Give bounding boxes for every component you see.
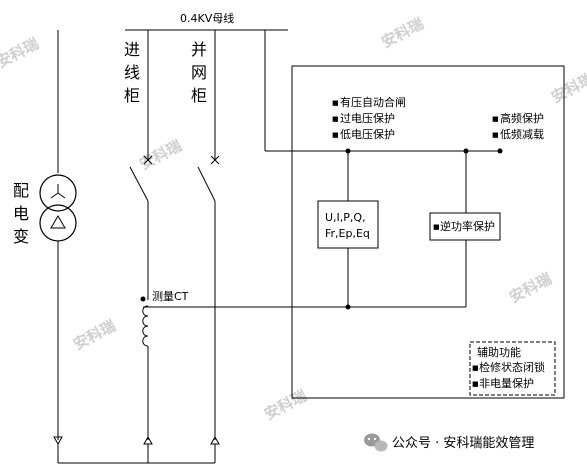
reverse-power-box: [429, 212, 501, 241]
grid-switch-blade: [197, 166, 216, 202]
auxiliary-title: 辅助功能: [477, 345, 521, 359]
measurement-line-1: U,I,P,Q,: [325, 211, 366, 224]
watermark-1: 安科瑞: [378, 15, 426, 52]
watermark-7: 安科瑞: [548, 70, 587, 107]
measurement-box: [317, 200, 379, 249]
grid-label-char-3: 柜: [191, 86, 207, 105]
transformer-label-char-1: 配: [13, 181, 29, 200]
grid-cabinet-label: 并 网 柜: [191, 40, 207, 105]
incoming-label-char-2: 线: [124, 63, 140, 82]
wechat-icon: [364, 433, 388, 452]
watermark-2: 安科瑞: [0, 35, 42, 72]
protection-item-undervoltage: 低电压保护: [340, 127, 395, 141]
bullet: ■: [433, 223, 440, 231]
watermark-4: 安科瑞: [506, 270, 554, 307]
bullet: ■: [472, 364, 479, 372]
incoming-label-char-3: 柜: [124, 86, 140, 105]
grid-label-char-2: 网: [191, 63, 207, 82]
bullet: ■: [492, 115, 499, 123]
terminal-arrows: [53, 435, 220, 446]
measurement-line-2: Fr,Ep,Eq: [325, 227, 370, 240]
grid-breaker-cross: [210, 155, 220, 165]
protection-item-low-frequency: 低频减载: [500, 127, 544, 141]
auxiliary-item-non-electric: 非电量保护: [479, 376, 534, 390]
junction-voltage-end: [497, 148, 503, 154]
ct-node: [140, 296, 146, 302]
incoming-cabinet-label: 进 线 柜: [124, 40, 140, 105]
delta-symbol: [50, 215, 66, 229]
incoming-breaker-cross: [143, 155, 153, 165]
bus-label: 0.4KV母线: [180, 11, 234, 25]
incoming-label-char-1: 进: [124, 40, 140, 59]
protection-list-right: ■ 高频保护 ■ 低频减载: [492, 111, 544, 141]
auxiliary-item-maintenance-lock: 检修状态闭锁: [479, 360, 545, 374]
bullet: ■: [492, 131, 499, 139]
transformer-winding-lower: [39, 204, 77, 242]
transformer-label-char-3: 变: [13, 227, 29, 246]
bullet: ■: [472, 380, 479, 388]
watermark-6: 安科瑞: [261, 387, 309, 424]
bullet: ■: [332, 115, 339, 123]
transformer-winding-upper: [39, 174, 77, 212]
incoming-switch-blade: [129, 166, 149, 202]
protection-item-auto-close: 有压自动合闸: [340, 95, 406, 109]
auxiliary-functions-box: [469, 341, 556, 396]
measuring-ct-coil: [142, 305, 149, 347]
protection-device-box: [291, 65, 565, 399]
watermark-5: 安科瑞: [70, 317, 118, 354]
grid-label-char-1: 并: [191, 40, 207, 59]
reverse-power-label: 逆功率保护: [440, 219, 495, 233]
junction-current-measure: [345, 304, 351, 310]
protection-list-left: ■ 有压自动合闸 ■ 过电压保护 ■ 低电压保护: [332, 95, 406, 141]
protection-item-high-frequency: 高频保护: [500, 111, 544, 125]
transformer-label-char-2: 电: [13, 204, 29, 223]
watermark-3: 安科瑞: [136, 137, 184, 174]
protection-item-overvoltage: 过电压保护: [340, 111, 395, 125]
footer-text: 公众号 · 安科瑞能效管理: [392, 436, 534, 451]
bullet: ■: [332, 131, 339, 139]
bullet: ■: [332, 99, 339, 107]
ct-label: 测量CT: [152, 290, 189, 303]
wye-symbol: [50, 184, 66, 199]
transformer-label: 配 电 变: [13, 181, 29, 246]
